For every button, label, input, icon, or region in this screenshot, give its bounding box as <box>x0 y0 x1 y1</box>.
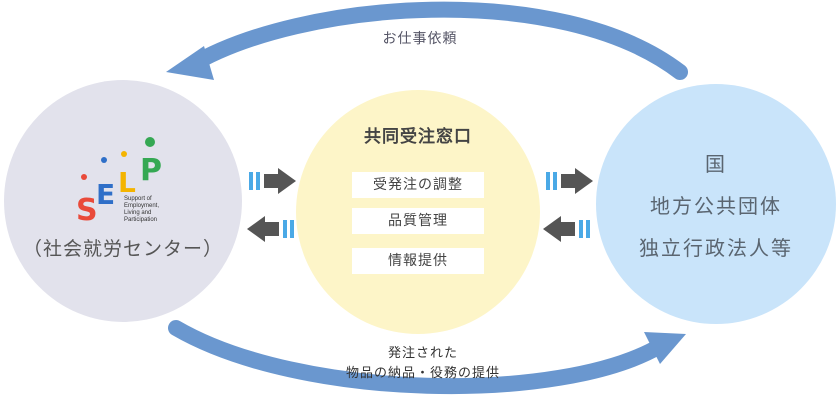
tagline-line: Employment, <box>124 203 160 209</box>
bottom-flow-label-line1: 発注された <box>387 346 458 361</box>
svg-text:E: E <box>96 178 115 211</box>
selp-caption: （社会就労センター） <box>22 238 223 260</box>
selp-tagline: Support of Employment, Living and Partic… <box>124 196 159 224</box>
svg-text:P: P <box>140 153 162 188</box>
svg-text:S: S <box>76 193 98 228</box>
center-item-order-adjustment: 受発注の調整 <box>352 172 484 198</box>
top-flow-label: お仕事依頼 <box>382 31 458 47</box>
bottom-flow-label-line2: 物品の納品・役務の提供 <box>345 366 500 381</box>
top-flow-arrowhead <box>166 46 214 80</box>
government-node-circle <box>596 84 836 324</box>
svg-text:L: L <box>118 166 136 199</box>
tagline-line: Participation <box>124 217 158 223</box>
center-item-information: 情報提供 <box>352 248 484 274</box>
top-flow-arrow <box>182 1 688 80</box>
selp-node-circle <box>4 80 242 322</box>
tagline-line: Support of <box>124 196 152 202</box>
tagline-line: Living and <box>124 210 152 216</box>
right-line-national: 国 <box>705 152 727 176</box>
bottom-flow-arrowhead <box>644 332 686 364</box>
right-to-center-arrow <box>543 216 590 242</box>
bottom-flow-arrow <box>168 320 668 395</box>
right-line-local-gov: 地方公共団体 <box>650 194 782 218</box>
right-line-agencies: 独立行政法人等 <box>639 236 793 260</box>
center-to-right-arrow <box>546 168 593 194</box>
center-title: 共同受注窓口 <box>364 127 472 147</box>
center-item-quality-control: 品質管理 <box>352 208 484 234</box>
selp-logo: S E L P <box>76 137 162 228</box>
center-to-left-arrow <box>247 216 294 242</box>
left-to-center-arrow <box>249 168 296 194</box>
